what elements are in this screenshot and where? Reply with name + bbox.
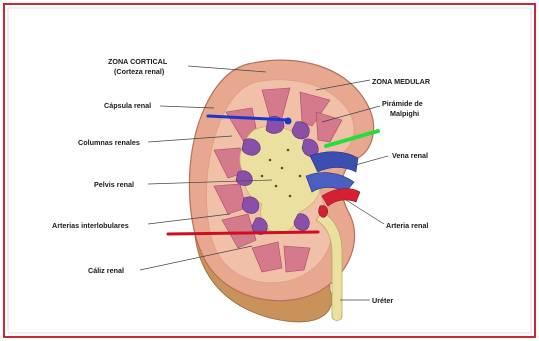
label-vena-renal: Vena renal	[392, 151, 428, 160]
label-ureter: Uréter	[372, 296, 393, 305]
label-arteria-renal: Arteria renal	[386, 221, 428, 230]
calyx	[292, 122, 309, 139]
label-pelvis-renal: Pelvis renal	[94, 180, 134, 189]
label-zona-cortical: ZONA CORTICAL	[108, 57, 168, 66]
label-capsula-renal: Cápsula renal	[104, 101, 151, 110]
label-arterias-interlobulares: Arterias interlobulares	[52, 221, 129, 230]
label-piramide-line1: Pirámide de	[382, 99, 423, 108]
annotation-blue-dot	[285, 118, 292, 125]
annotation-red-line	[168, 232, 318, 234]
label-corteza-renal: (Corteza renal)	[114, 67, 165, 76]
label-caliz-renal: Cáliz renal	[88, 266, 124, 275]
label-columnas-renales: Columnas renales	[78, 138, 140, 147]
renal-artery-branch	[319, 206, 328, 218]
label-piramide-line2: Malpighi	[390, 109, 419, 118]
label-zona-medular: ZONA MEDULAR	[372, 77, 431, 86]
calyx	[242, 197, 259, 214]
